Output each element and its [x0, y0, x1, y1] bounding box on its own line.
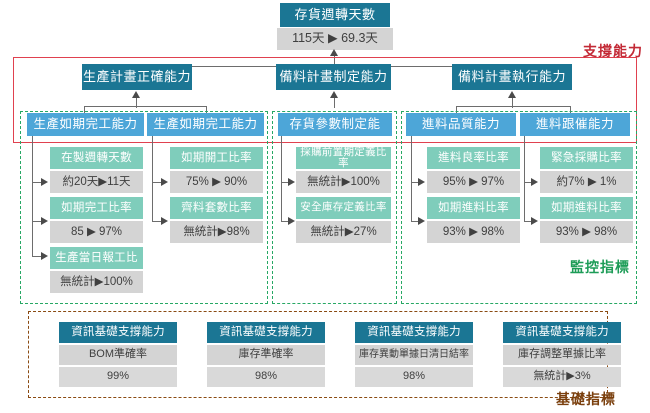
connector-root-stem [334, 52, 335, 66]
connector-col4-spine [524, 136, 525, 221]
connector-cap2-uparrow-stem [512, 98, 513, 108]
region-monitor-frame-right [401, 111, 637, 304]
metric-value-2-1: 無統計▶27% [296, 221, 391, 243]
connector-col2-a0 [288, 178, 295, 186]
metric-value-3-1: 93% ▶ 98% [427, 221, 520, 243]
connector-sub-left-b [206, 106, 207, 115]
connector-sub-right-a [456, 106, 457, 115]
connector-col3-b0 [411, 182, 421, 183]
connector-col1-a1 [161, 217, 168, 225]
connector-cap1-uparrow-stem [334, 98, 335, 108]
metric-name-4-0: 緊急採購比率 [540, 147, 633, 169]
connector-col3-b1 [411, 221, 421, 222]
connector-col0-a1 [41, 217, 48, 225]
region-support-frame [13, 57, 637, 143]
foundation-value-3: 無統計▶3% [503, 367, 621, 387]
capability-box-2[interactable]: 備料計畫執行能力 [452, 64, 572, 90]
connector-sub-bracket-left [84, 106, 206, 107]
foundation-name-3: 庫存調整單據比率 [503, 345, 621, 365]
foundation-header-3[interactable]: 資訊基礎支撐能力 [503, 322, 621, 343]
foundation-value-2: 98% [355, 367, 473, 387]
subcapability-box-3[interactable]: 進料品質能力 [406, 113, 516, 136]
region-support-caption: 支撐能力 [583, 43, 643, 59]
region-monitor-caption: 監控指標 [570, 259, 630, 275]
connector-col0-spine [32, 136, 33, 256]
connector-col1-b1 [152, 221, 164, 222]
connector-cap0-uparrow [132, 91, 140, 98]
metric-name-1-0: 如期開工比率 [170, 147, 263, 169]
connector-sub-right-b [570, 106, 571, 115]
metric-name-3-0: 進料良率比率 [427, 147, 520, 169]
metric-value-4-0: 約7% ▶ 1% [540, 171, 633, 193]
connector-cap2-uparrow [508, 91, 516, 98]
foundation-header-2[interactable]: 資訊基礎支撐能力 [355, 322, 473, 343]
connector-cap1-uparrow [330, 91, 338, 98]
connector-sub-bracket-right [456, 106, 570, 107]
connector-col2-b1 [281, 221, 291, 222]
connector-col0-b0 [32, 182, 44, 183]
metric-value-0-0: 約20天▶11天 [50, 171, 143, 193]
metric-value-3-0: 95% ▶ 97% [427, 171, 520, 193]
metric-name-4-1: 如期進料比率 [540, 197, 633, 219]
foundation-name-2: 庫存異動單據日清日結率 [355, 345, 473, 365]
metric-name-0-1: 如期完工比率 [50, 197, 143, 219]
foundation-name-0: BOM準確率 [59, 345, 177, 365]
connector-col2-b0 [281, 182, 291, 183]
metric-value-4-1: 93% ▶ 98% [540, 221, 633, 243]
metric-value-0-2: 無統計▶100% [50, 271, 143, 293]
connector-sub-left-a [84, 106, 85, 115]
metric-value-1-0: 75% ▶ 90% [170, 171, 263, 193]
subcapability-box-0[interactable]: 生產如期完工能力 [27, 113, 144, 136]
connector-col3-spine [411, 136, 412, 221]
metric-value-0-1: 85 ▶ 97% [50, 221, 143, 243]
connector-col0-b2 [32, 256, 44, 257]
root-kpi-value: 115天 ▶ 69.3天 [277, 28, 393, 50]
region-monitor-frame-left [20, 111, 268, 304]
capability-box-0[interactable]: 生產計畫正確能力 [82, 64, 192, 90]
foundation-value-1: 98% [207, 367, 325, 387]
foundation-header-0[interactable]: 資訊基礎支撐能力 [59, 322, 177, 343]
foundation-name-1: 庫存準確率 [207, 345, 325, 365]
foundation-header-1[interactable]: 資訊基礎支撐能力 [207, 322, 325, 343]
connector-col4-b1 [524, 221, 534, 222]
connector-col0-a0 [41, 178, 48, 186]
connector-col4-a0 [531, 178, 538, 186]
metric-name-2-1: 安全庫存定義比率 [296, 197, 391, 219]
metric-name-2-0: 採購前置期定義比率 [296, 146, 391, 169]
metric-value-1-1: 無統計▶98% [170, 221, 263, 243]
foundation-value-0: 99% [59, 367, 177, 387]
metric-name-0-2: 生產當日報工比 [50, 247, 143, 269]
connector-col1-a0 [161, 178, 168, 186]
connector-col1-spine [152, 136, 153, 221]
metric-name-1-1: 齊料套數比率 [170, 197, 263, 219]
metric-value-2-0: 無統計▶100% [296, 171, 391, 193]
connector-col2-a1 [288, 217, 295, 225]
subcapability-box-1[interactable]: 生產如期完工能力 [147, 113, 264, 136]
connector-col0-b1 [32, 221, 44, 222]
capability-box-1[interactable]: 備料計畫制定能力 [276, 64, 391, 90]
subcapability-box-4[interactable]: 進料跟催能力 [520, 113, 630, 136]
connector-cap0-uparrow-stem [136, 98, 137, 108]
connector-col2-spine [281, 136, 282, 221]
connector-col4-b0 [524, 182, 534, 183]
root-kpi-title: 存貨週轉天數 [280, 3, 390, 27]
region-monitor-frame-mid [272, 111, 397, 304]
metric-name-0-0: 在製週轉天數 [50, 147, 143, 169]
connector-col1-b0 [152, 182, 164, 183]
connector-root-arrow [330, 49, 338, 56]
region-foundation-caption: 基礎指標 [556, 391, 616, 407]
metric-name-3-1: 如期進料比率 [427, 197, 520, 219]
connector-col4-a1 [531, 217, 538, 225]
connector-col3-a1 [418, 217, 425, 225]
connector-col3-a0 [418, 178, 425, 186]
subcapability-box-2[interactable]: 存貨參數制定能 [278, 113, 392, 136]
connector-col0-a2 [41, 252, 48, 260]
